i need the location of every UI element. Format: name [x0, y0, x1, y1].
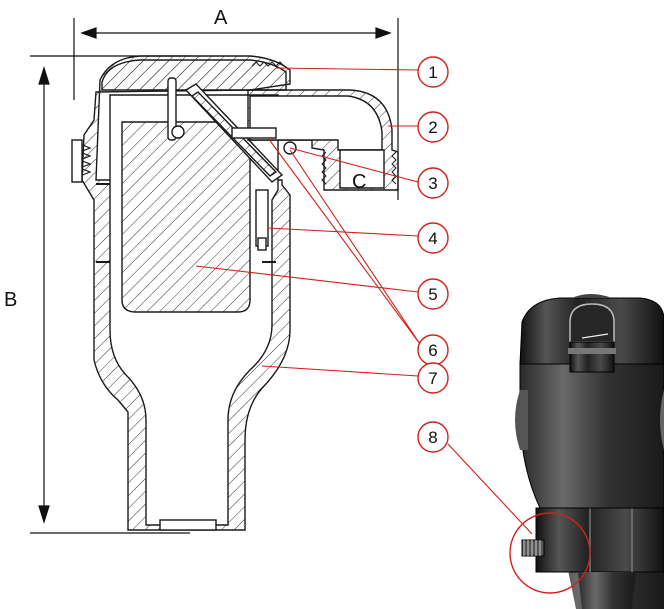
- dimension-lines: [30, 18, 399, 534]
- ext-pipe: [578, 572, 636, 609]
- callout-1: 1: [417, 56, 449, 88]
- dimension-b-label: B: [4, 289, 17, 311]
- callout-7-label: 7: [428, 369, 437, 388]
- callout-5-label: 5: [428, 285, 437, 304]
- callout-4: 4: [417, 222, 449, 254]
- callout-6: 6: [417, 334, 449, 366]
- top-threads: [251, 61, 285, 67]
- outlet-bore: [249, 95, 383, 151]
- callout-5: 5: [417, 278, 449, 310]
- callout-3-label: 3: [428, 174, 437, 193]
- detail-circle: [509, 512, 591, 594]
- ext-hex-base: [535, 507, 664, 573]
- callout-6-label: 6: [428, 341, 437, 360]
- valve-rod-tip: [257, 237, 267, 251]
- ext-nozzle: [569, 341, 615, 373]
- ext-cap-top: [572, 294, 612, 298]
- ext-mid-body: [519, 361, 664, 509]
- seal-seat: [231, 127, 277, 139]
- ext-dome-inner: [581, 333, 609, 339]
- ext-side-bulge: [515, 390, 528, 450]
- cross-section: [71, 55, 399, 531]
- left-clip: [71, 139, 83, 183]
- callout-8-label: 8: [428, 428, 437, 447]
- external-view: [515, 294, 664, 609]
- callout-2-label: 2: [428, 118, 437, 137]
- ext-right-bulge: [660, 390, 664, 450]
- top-cap: [101, 59, 287, 91]
- callout-7: 7: [417, 362, 449, 394]
- callout-3: 3: [417, 167, 449, 199]
- dimension-a-label: A: [214, 7, 228, 29]
- dimension-c-label: C: [352, 171, 366, 193]
- pin-rod: [167, 77, 177, 141]
- bottom-opening: [159, 519, 217, 531]
- outlet-thread-bore: [339, 149, 385, 189]
- callout-4-label: 4: [428, 229, 437, 248]
- callout-group: 1 2 3 4 5 6 7 8: [417, 56, 449, 453]
- ext-dome: [569, 303, 615, 343]
- callout-8: 8: [417, 421, 449, 453]
- float: [121, 121, 251, 313]
- callout-1-label: 1: [428, 63, 437, 82]
- callout-2: 2: [417, 111, 449, 143]
- leader-lines: [195, 67, 533, 535]
- pin-ring: [171, 125, 185, 139]
- ext-side-screw: [521, 539, 545, 557]
